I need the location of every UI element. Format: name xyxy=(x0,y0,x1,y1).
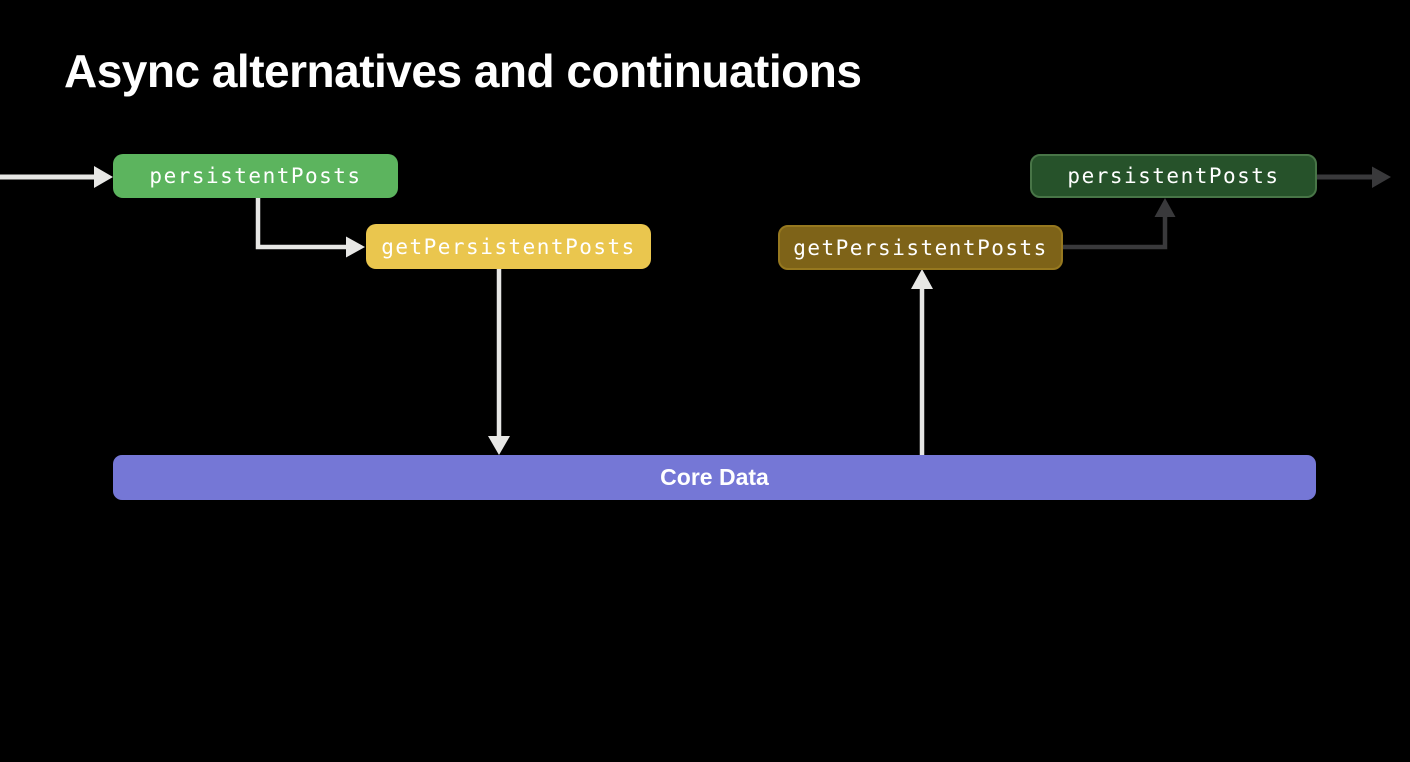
node-get-persistent-posts-left: getPersistentPosts xyxy=(366,224,651,269)
node-persistent-posts-right-label: persistentPosts xyxy=(1067,164,1280,188)
arrow-elbow-to-persistentposts-dimmed-icon xyxy=(1063,198,1176,250)
node-get-persistent-posts-left-label: getPersistentPosts xyxy=(381,234,636,259)
arrow-down-to-core-data-icon xyxy=(488,269,510,455)
node-get-persistent-posts-right: getPersistentPosts xyxy=(778,225,1063,270)
node-get-persistent-posts-right-label: getPersistentPosts xyxy=(793,235,1048,260)
arrow-elbow-to-getpersistentposts-icon xyxy=(255,198,365,258)
arrow-exit-right-dimmed-icon xyxy=(1317,166,1391,188)
node-persistent-posts-left-label: persistentPosts xyxy=(149,164,362,188)
core-data-label: Core Data xyxy=(660,464,769,490)
slide-title: Async alternatives and continuations xyxy=(64,44,862,97)
core-data-bar: Core Data xyxy=(113,455,1316,500)
node-persistent-posts-left: persistentPosts xyxy=(113,154,398,198)
arrow-entry-left-icon xyxy=(0,166,113,188)
arrow-up-from-core-data-icon xyxy=(911,269,933,455)
node-persistent-posts-right: persistentPosts xyxy=(1030,154,1317,198)
